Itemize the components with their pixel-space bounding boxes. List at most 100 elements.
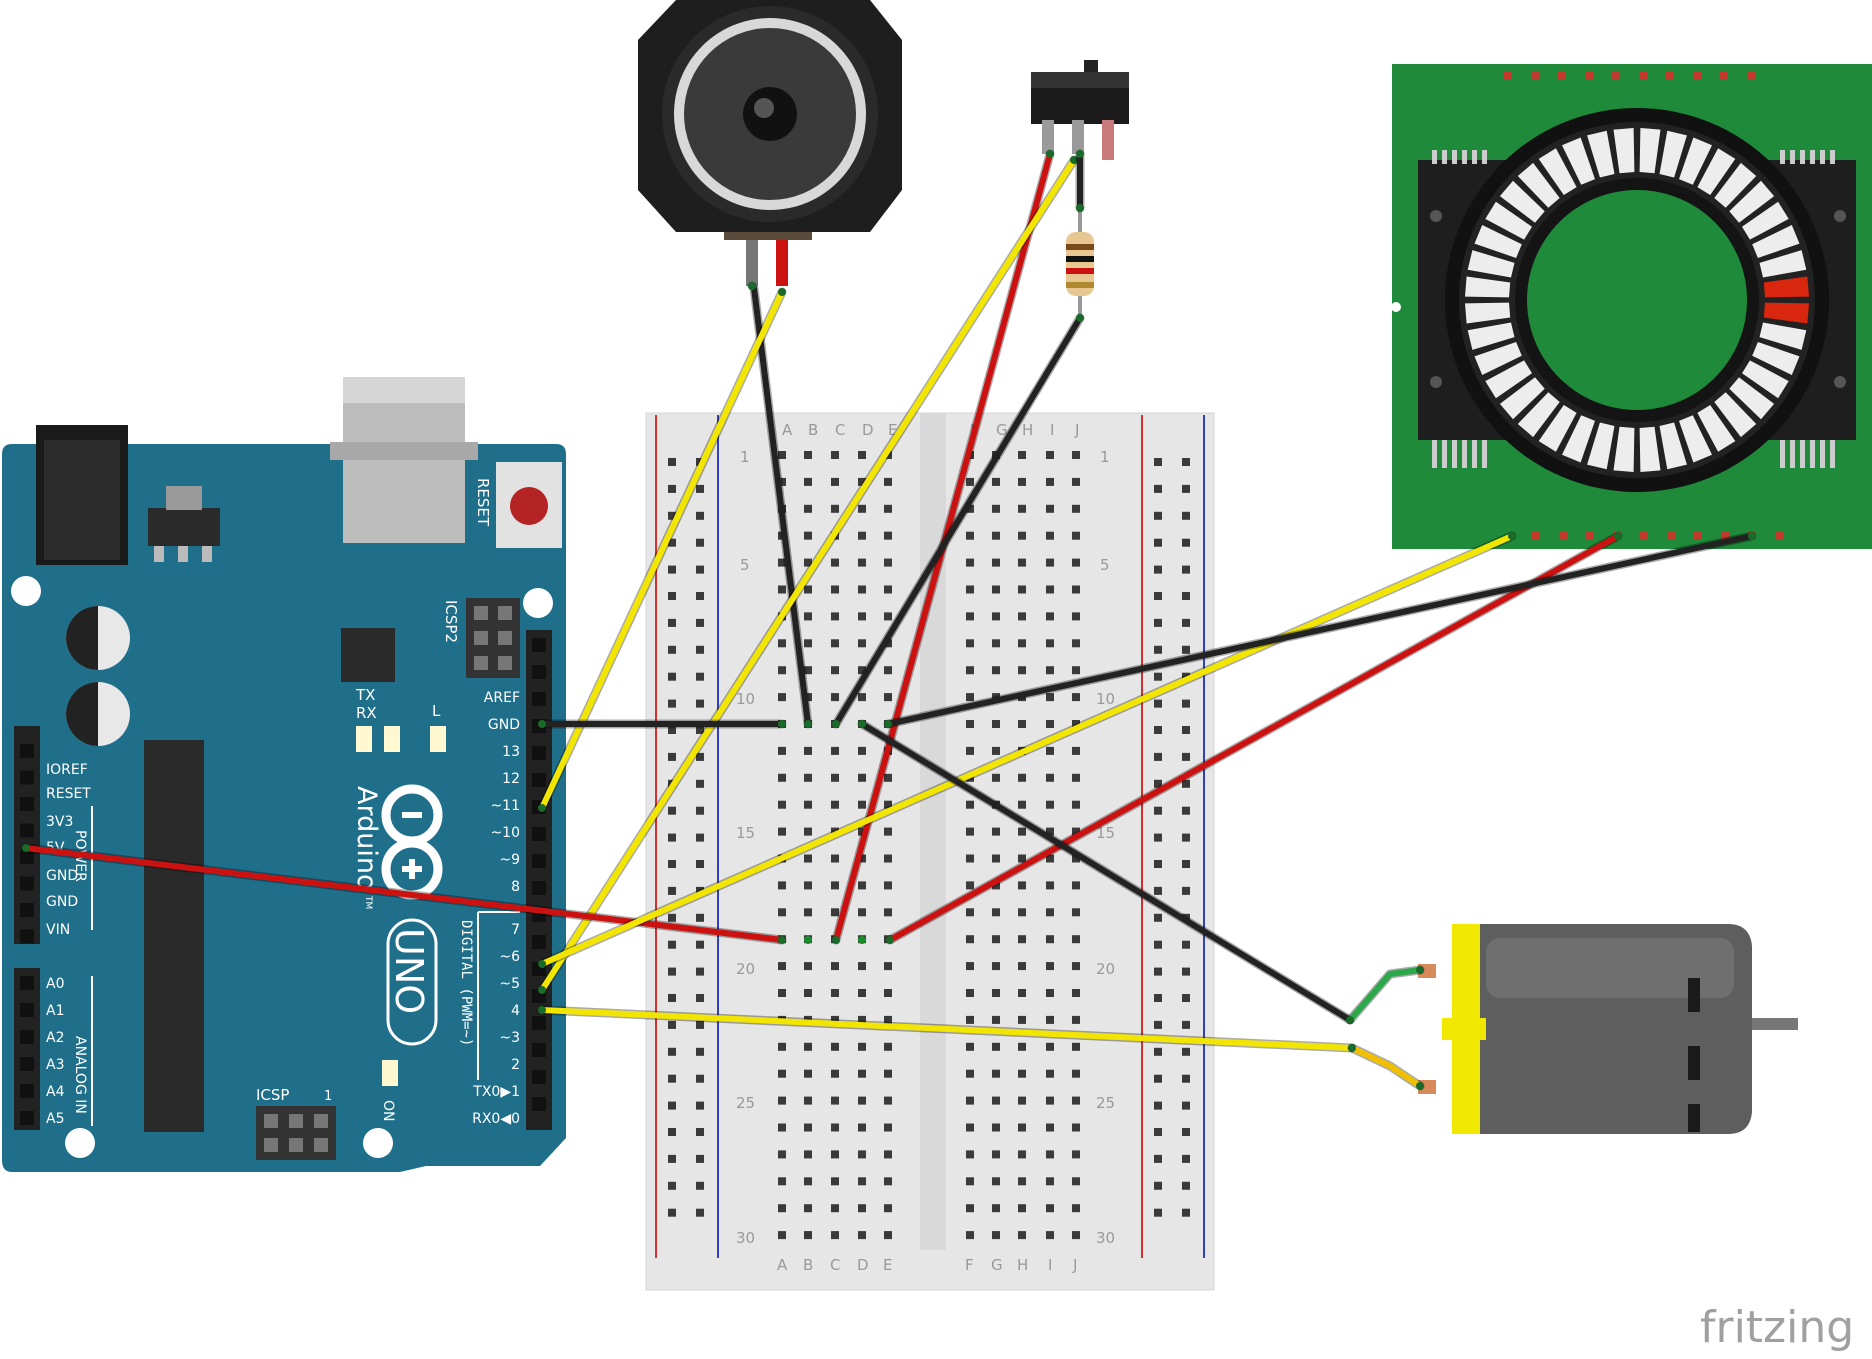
on-label: ON <box>380 1100 396 1122</box>
led-segment <box>1465 302 1511 324</box>
icsp-header <box>256 1106 336 1160</box>
breadboard-hole <box>1072 693 1080 702</box>
rail-hole <box>1182 645 1190 654</box>
icsp-pin1-label: 1 <box>324 1089 332 1104</box>
rail-hole <box>696 1128 704 1136</box>
rail-hole <box>668 618 676 627</box>
breadboard-hole <box>804 773 812 782</box>
breadboard-hole <box>858 1096 866 1105</box>
breadboard-hole <box>778 881 786 890</box>
module-pin <box>1790 440 1795 468</box>
led-segment <box>1562 137 1595 185</box>
breadboard-hole <box>966 585 974 594</box>
module-pin <box>1810 440 1815 468</box>
breadboard-hole <box>778 773 786 782</box>
rail-hole <box>696 511 704 520</box>
breadboard-hole <box>778 1042 786 1051</box>
breadboard-hole <box>1072 1123 1080 1132</box>
pin-label: 4 <box>511 1003 520 1019</box>
breadboard-hole <box>966 666 974 675</box>
rail-hole <box>668 458 676 466</box>
breadboard-hole <box>778 746 786 755</box>
pin-label: A2 <box>46 1030 64 1046</box>
breadboard-hole <box>992 908 1000 917</box>
module-pin <box>1800 150 1805 164</box>
wire-end <box>1076 204 1084 212</box>
led-segment <box>1659 130 1687 178</box>
breadboard-hole <box>1046 800 1054 809</box>
breadboard-hole <box>966 720 974 728</box>
led-segment <box>1499 377 1545 420</box>
pcb-pad <box>1558 72 1566 80</box>
breadboard-hole <box>778 693 786 702</box>
breadboard-hole <box>858 612 866 621</box>
breadboard-hole <box>1018 1150 1026 1159</box>
breadboard-hole <box>1072 666 1080 675</box>
module-pin <box>1452 440 1457 468</box>
module-pin <box>1442 440 1447 468</box>
breadboard-hole <box>831 558 839 567</box>
rail-hole <box>668 672 676 681</box>
module-pin <box>1472 440 1477 468</box>
breadboard-hole <box>966 1150 974 1159</box>
breadboard-hole <box>884 1015 892 1024</box>
rail-hole <box>696 886 704 895</box>
led-segment <box>1759 322 1807 350</box>
rail-hole <box>1154 913 1162 922</box>
breadboard-hole <box>1018 477 1026 486</box>
rail-hole <box>668 1020 676 1029</box>
rail-hole <box>696 940 704 949</box>
breadboard-hole <box>858 989 866 997</box>
wire-motor-yellow-lead <box>1349 1045 1423 1089</box>
rail-hole <box>1154 538 1162 547</box>
module-pin <box>1820 150 1825 164</box>
icsp2-header <box>466 598 520 678</box>
breadboard-hole <box>1072 639 1080 648</box>
led-ring-module <box>1391 64 1872 549</box>
breadboard-hole <box>1072 720 1080 728</box>
breadboard-hole <box>1072 1015 1080 1024</box>
led-segment <box>1538 148 1577 195</box>
rail-hole <box>1182 940 1190 949</box>
pcb-pad <box>1666 72 1674 80</box>
pin-socket <box>20 770 34 785</box>
rail-hole <box>1154 1208 1162 1217</box>
rail-hole <box>696 565 704 574</box>
rx-label: RX <box>356 704 377 722</box>
wire-resistor-black <box>833 315 1083 727</box>
breadboard-hole <box>966 639 974 648</box>
breadboard-hole <box>884 1204 892 1213</box>
analog-section-label: ANALOG IN <box>72 1036 88 1114</box>
breadboard-hole <box>992 854 1000 863</box>
led-segment <box>1714 162 1757 208</box>
pin-label: VIN <box>46 922 70 938</box>
pin-socket <box>20 744 34 758</box>
breadboard-hole <box>1046 612 1054 621</box>
pin-label: TX0▶1 <box>472 1084 520 1100</box>
breadboard-hole <box>1046 854 1054 863</box>
icsp2-label: ICSP2 <box>442 600 460 643</box>
breadboard-hole <box>1072 558 1080 567</box>
pcb-pad <box>1585 72 1593 80</box>
breadboard-hole <box>1018 773 1026 782</box>
breadboard-hole <box>1018 504 1026 513</box>
breadboard-hole <box>778 477 786 486</box>
breadboard-hole <box>992 1150 1000 1159</box>
wire-end <box>1070 156 1078 164</box>
breadboard-hole <box>858 558 866 567</box>
breadboard-hole <box>831 854 839 863</box>
breadboard-row-labels: 1 5 10 15 20 25 30 1 5 10 15 20 25 30 <box>736 448 1115 1247</box>
rail-hole <box>1182 1208 1190 1217</box>
wire-end <box>1416 1082 1424 1090</box>
rail-hole <box>1154 940 1162 949</box>
breadboard-hole <box>1046 477 1054 486</box>
pin-label: 2 <box>511 1057 520 1073</box>
rail-hole <box>1182 779 1190 788</box>
breadboard-hole <box>966 531 974 540</box>
breadboard-hole <box>831 1096 839 1105</box>
wire-end <box>1046 150 1054 158</box>
slide-switch[interactable] <box>1031 60 1129 160</box>
breadboard-hole <box>966 1123 974 1132</box>
pin-socket <box>532 881 546 895</box>
